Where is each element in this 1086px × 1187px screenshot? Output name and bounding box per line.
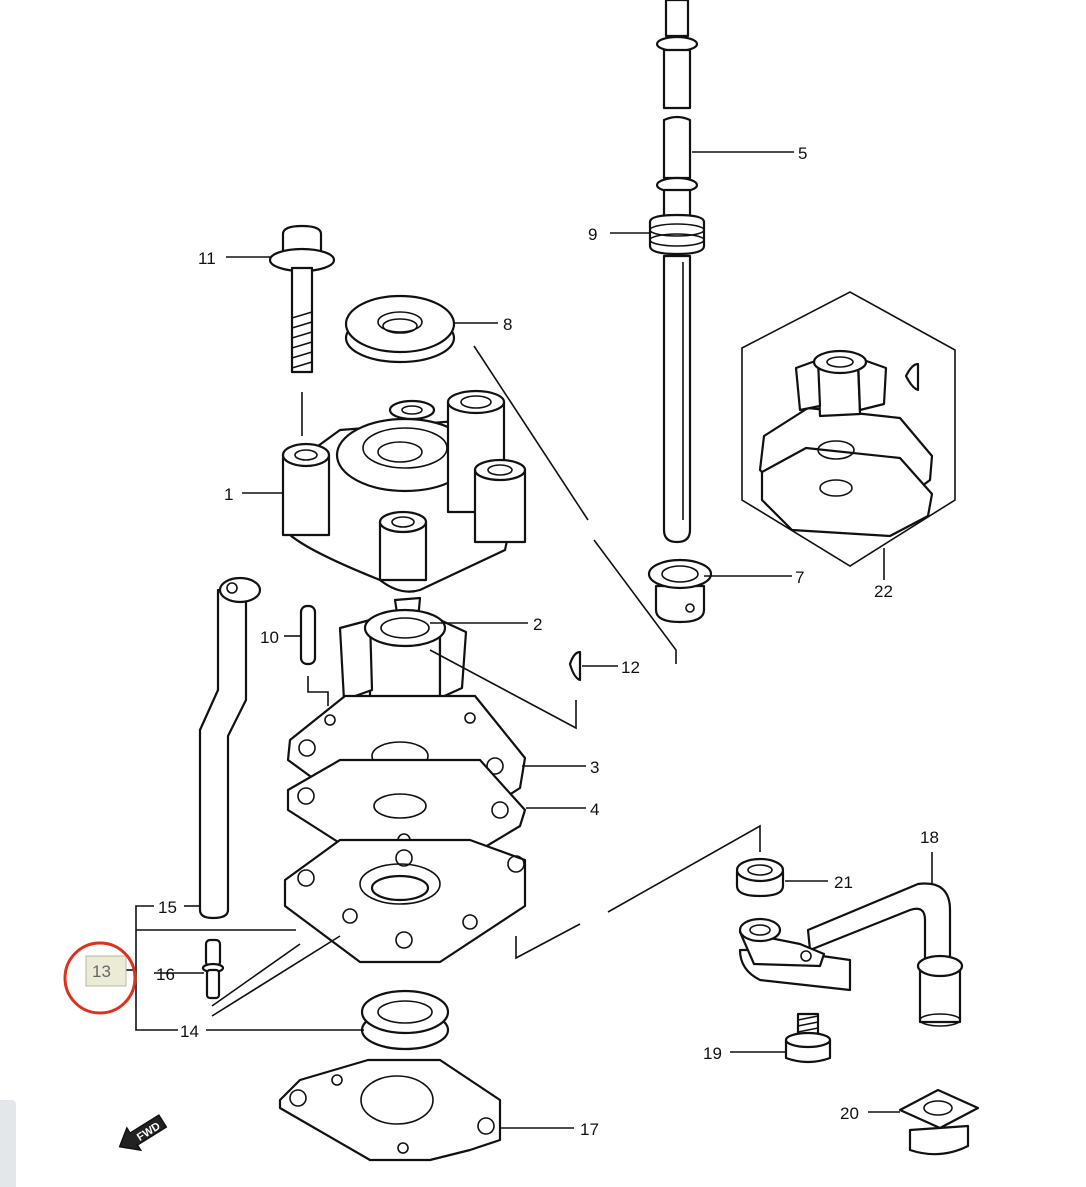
part-19-screw[interactable] [784, 1012, 832, 1064]
part-13-seal[interactable] [360, 989, 450, 1051]
part-22-repair-kit[interactable] [741, 291, 956, 567]
callout-5[interactable]: 5 [798, 144, 807, 163]
part-1-pump-case[interactable] [281, 389, 527, 593]
water-tube[interactable] [662, 254, 692, 544]
callout-15[interactable]: 15 [158, 898, 177, 917]
callout-labels: 5 9 11 8 1 7 22 10 2 12 3 4 18 21 15 16 … [156, 144, 939, 1139]
callout-19[interactable]: 19 [703, 1044, 722, 1063]
callout-7[interactable]: 7 [795, 568, 804, 587]
highlight-circle-icon [63, 941, 137, 1015]
callout-9[interactable]: 9 [588, 225, 597, 244]
callout-14[interactable]: 14 [180, 1022, 199, 1041]
part-8-seal[interactable] [344, 294, 456, 364]
callout-21[interactable]: 21 [834, 873, 853, 892]
callout-13-highlight[interactable]: 13 [63, 941, 137, 1015]
part-7-grommet[interactable] [647, 558, 713, 624]
callout-11[interactable]: 11 [198, 249, 216, 268]
callout-12[interactable]: 12 [621, 658, 640, 677]
part-21-collar[interactable] [735, 857, 785, 898]
callout-1[interactable]: 1 [224, 485, 233, 504]
callout-4[interactable]: 4 [590, 800, 599, 819]
callout-18[interactable]: 18 [920, 828, 939, 847]
side-panel-tab[interactable] [0, 1100, 16, 1187]
part-9-grommet[interactable] [648, 213, 706, 256]
part-5-shaft-tube[interactable] [655, 0, 699, 218]
callout-13-label-box [85, 955, 127, 987]
part-2-impeller[interactable] [338, 596, 468, 706]
callout-8[interactable]: 8 [503, 315, 512, 334]
fwd-arrow-icon: FWD [118, 1114, 168, 1152]
callout-20[interactable]: 20 [840, 1104, 859, 1123]
part-12-key[interactable] [568, 650, 582, 682]
callout-22[interactable]: 22 [874, 582, 893, 601]
callout-13[interactable]: 13 [92, 962, 111, 981]
leader-lines [124, 151, 933, 1129]
part-16-stud[interactable] [201, 938, 225, 1000]
part-18-bracket[interactable] [738, 917, 826, 968]
callout-17[interactable]: 17 [580, 1120, 599, 1139]
callout-2[interactable]: 2 [533, 615, 542, 634]
part-20-plug[interactable] [898, 1088, 980, 1156]
callout-3[interactable]: 3 [590, 758, 599, 777]
part-15-hose[interactable] [198, 576, 262, 920]
callout-10[interactable]: 10 [260, 628, 279, 647]
part-14-lower-case[interactable] [283, 838, 527, 964]
callout-16[interactable]: 16 [156, 965, 175, 984]
part-17-gasket[interactable] [278, 1058, 502, 1162]
part-4-gasket[interactable] [286, 758, 527, 858]
part-11-bolt[interactable] [268, 224, 336, 374]
part-10-pin[interactable] [299, 604, 317, 666]
